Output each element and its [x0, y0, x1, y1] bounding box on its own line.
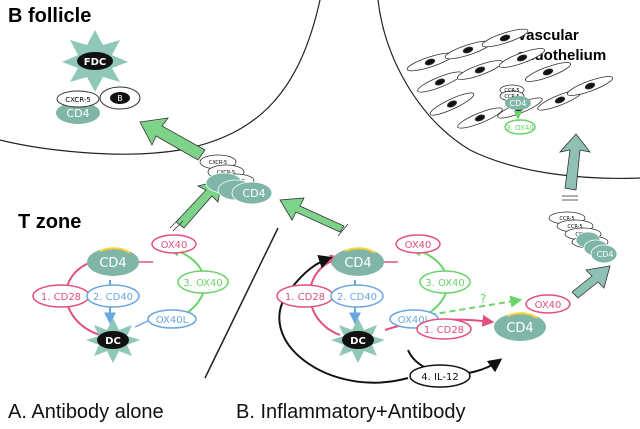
panel-b-il12-label: 4. IL-12 — [421, 372, 458, 383]
arrow-to-vascular — [558, 133, 591, 201]
panel-a-dc-label: DC — [105, 336, 121, 347]
panel-a-cd40-label: 2. CD40 — [93, 292, 133, 303]
panel-b-cd28-label: 1. CD28 — [285, 292, 325, 303]
t-zone-label: T zone — [18, 211, 81, 233]
central-cd4-cluster: CXCR-5 CXCR-5 CXCR-5 CD4 — [199, 154, 273, 205]
arrow-panel-b-to-center — [279, 197, 349, 237]
right-ccr5-label-2: CCR-5 — [567, 224, 582, 230]
caption-panel-a: A. Antibody alone — [8, 401, 164, 423]
right-cd4-label: CD4 — [597, 250, 614, 259]
panel-a-ox40l-label: OX40L — [156, 315, 189, 326]
fdc-label: FDC — [84, 57, 106, 68]
panel-b-ox40-step-label: 3. OX40 — [425, 278, 465, 289]
panel-b-ox40-label: OX40 — [405, 240, 432, 251]
panel-a-ox40-step-label: 3. OX40 — [183, 278, 223, 289]
panel-b-ox40-right-label: OX40 — [535, 300, 562, 311]
caption-panel-b: B. Inflammatory+Antibody — [236, 401, 466, 423]
panel-divider — [204, 227, 279, 379]
b-cell: B — [99, 86, 141, 110]
vascular-cd4-label: CD4 — [510, 99, 527, 108]
panel-b-dashed-arrow — [409, 295, 523, 319]
panel-b-ox40l-label: OX40L — [398, 315, 431, 326]
vascular-ccr5-label-1: CCR-5 — [504, 88, 519, 94]
b-follicle-label: B follicle — [8, 5, 91, 27]
vascular-boundary — [377, 0, 640, 179]
panel-a: CD4 OX40 1. CD28 2. CD40 3. OX40 OX40L D… — [32, 234, 229, 363]
central-cd4-label: CD4 — [242, 187, 265, 200]
follicle-cd4-label: CD4 — [66, 107, 89, 120]
vascular-cd4-cell: CCR-5 CCR-5 CD4 3. OX40 — [499, 84, 536, 135]
panel-b: ? CD4 OX40 1. CD28 2. CD40 3. OX40 OX40L… — [276, 234, 571, 388]
endothelial-cells — [406, 28, 614, 129]
vascular-label-1: Vascular — [517, 27, 579, 44]
arrow-panel-b-to-cluster — [571, 265, 611, 299]
right-ccr5-label-1: CCR-5 — [559, 216, 574, 222]
b-cell-label: B — [117, 94, 123, 103]
panel-b-cd4-label: CD4 — [344, 256, 371, 271]
vascular-ox40-label: 3. OX40 — [506, 124, 534, 132]
panel-a-cd28-label: 1. CD28 — [41, 292, 81, 303]
panel-a-cd4-label: CD4 — [99, 256, 126, 271]
follicle-cd4-cell: CXCR-5 CD4 — [56, 90, 100, 124]
panel-b-dc-label: DC — [350, 336, 366, 347]
fdc-cell: FDC — [62, 30, 128, 92]
central-cxcr5-label-1: CXCR-5 — [209, 160, 227, 166]
panel-a-ox40-label: OX40 — [161, 240, 188, 251]
follicle-cxcr5-label: CXCR-5 — [65, 96, 91, 104]
arrow-to-b-follicle — [139, 117, 206, 161]
panel-b-cd40-label: 2. CD40 — [337, 292, 377, 303]
panel-b-cd28-second-label: 1. CD28 — [424, 325, 464, 336]
panel-b-cd4-right-label: CD4 — [506, 321, 533, 336]
panel-b-feedback-arrow — [278, 254, 409, 384]
right-cd4-cluster: CCR-5 CCR-5 CCR-5 CCR-5 CD4 — [548, 211, 618, 264]
panel-b-question: ? — [480, 292, 486, 306]
